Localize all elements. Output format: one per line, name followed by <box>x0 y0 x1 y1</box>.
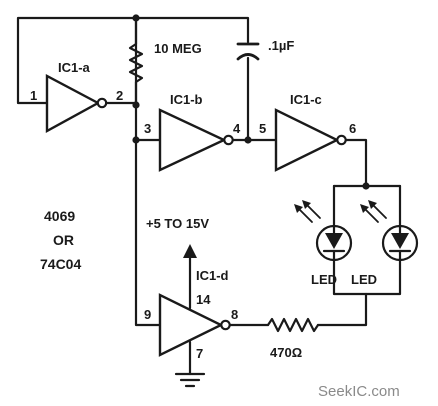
led-diode-symbol <box>391 233 409 249</box>
pin-6-label: 6 <box>349 121 356 136</box>
part-number-line-1: 4069 <box>44 208 75 224</box>
pin-4-label: 4 <box>233 121 241 136</box>
gate-d-label: IC1-d <box>196 268 229 283</box>
inverter-triangle <box>45 74 101 134</box>
led-light-arrows <box>294 200 387 223</box>
supply-voltage-label: +5 TO 15V <box>146 216 209 231</box>
inverter-bubble <box>223 134 234 146</box>
inverter-bubble <box>336 134 347 146</box>
pin-1-label: 1 <box>30 88 37 103</box>
junction-dot <box>132 136 140 144</box>
part-number-line-2: OR <box>53 232 74 248</box>
feedback-loop-wire <box>16 16 138 107</box>
light-arrow-icon <box>294 200 321 223</box>
junction-dot <box>362 182 370 190</box>
pin-14-label: 14 <box>196 292 211 307</box>
led-return-wire <box>316 292 368 327</box>
light-arrow-icon <box>360 200 387 223</box>
led-left-label: LED <box>311 272 337 287</box>
junctions <box>132 14 370 190</box>
gate-ic1-b <box>158 108 234 172</box>
ground-icon <box>174 372 206 388</box>
capacitor-top-wire <box>134 16 250 44</box>
part-number-line-3: 74C04 <box>40 256 81 272</box>
pin-9-label: 9 <box>144 307 151 322</box>
supply-arrow-icon <box>183 244 197 258</box>
gate-c-label: IC1-c <box>290 92 322 107</box>
watermark: SeekIC.com <box>318 383 400 400</box>
led-right-label: LED <box>351 272 377 287</box>
junction-dot <box>244 136 252 144</box>
capacitor <box>236 42 260 61</box>
inverter-triangle <box>158 293 224 357</box>
led-diode-symbol <box>325 233 343 249</box>
pin-2-label: 2 <box>116 88 123 103</box>
gate-ic1-d <box>158 293 231 357</box>
capacitor-plate-bottom <box>236 53 260 61</box>
gate-c-output-wire <box>344 138 368 188</box>
gate-d-input-wire <box>134 138 162 327</box>
gate-ic1-a <box>45 74 138 134</box>
gate-b-label: IC1-b <box>170 92 203 107</box>
led-right <box>381 224 419 262</box>
gate-a-label: IC1-a <box>58 60 91 75</box>
pin-8-label: 8 <box>231 307 238 322</box>
inverter-triangle <box>274 108 340 172</box>
resistor-10meg-label: 10 MEG <box>154 41 202 56</box>
pin-7-label: 7 <box>196 346 203 361</box>
pin-3-label: 3 <box>144 121 151 136</box>
gate-ic1-c <box>274 108 347 172</box>
resistor-10meg <box>128 16 144 107</box>
capacitor-label: .1µF <box>268 38 294 53</box>
resistor-470-label: 470Ω <box>270 345 302 360</box>
resistor-470 <box>266 317 320 333</box>
inverter-bubble <box>220 319 231 331</box>
led-left <box>315 224 353 262</box>
inverter-triangle <box>158 108 227 172</box>
wiring <box>16 16 402 376</box>
pin-5-label: 5 <box>259 121 266 136</box>
